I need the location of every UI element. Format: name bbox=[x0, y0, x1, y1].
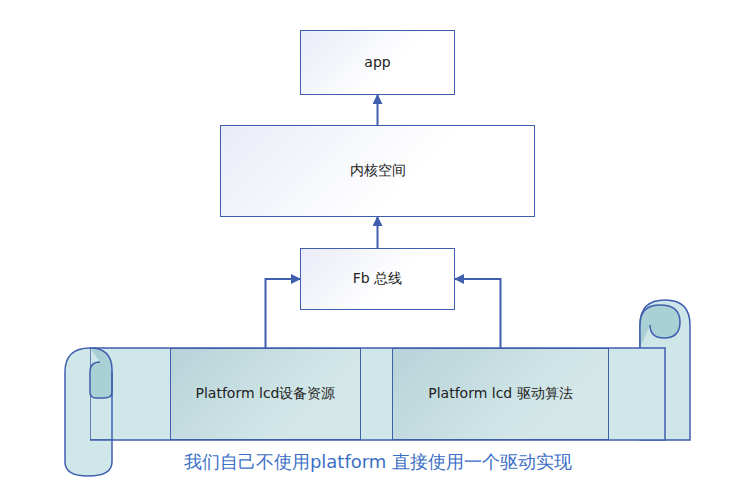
arrow-connector bbox=[266, 279, 301, 348]
note-text: 我们自己不使用platform 直接使用一个驱动实现 bbox=[184, 450, 572, 474]
box-text: Platform lcd设备资源 bbox=[192, 385, 340, 403]
arrow-connector bbox=[377, 95, 379, 125]
box-text: app bbox=[360, 54, 394, 72]
device-box: Platform lcd设备资源 bbox=[170, 348, 361, 440]
arrow-connector bbox=[455, 279, 501, 348]
bus-box: Fb 总线 bbox=[300, 248, 455, 310]
driver-box: Platform lcd 驱动算法 bbox=[392, 348, 609, 440]
box-text: Platform lcd 驱动算法 bbox=[424, 385, 576, 403]
arrow-connector bbox=[377, 217, 379, 248]
kernel-box: 内核空间 bbox=[220, 125, 535, 217]
box-text: Fb 总线 bbox=[349, 270, 406, 288]
box-text: 内核空间 bbox=[346, 162, 410, 180]
app-box: app bbox=[300, 30, 455, 95]
